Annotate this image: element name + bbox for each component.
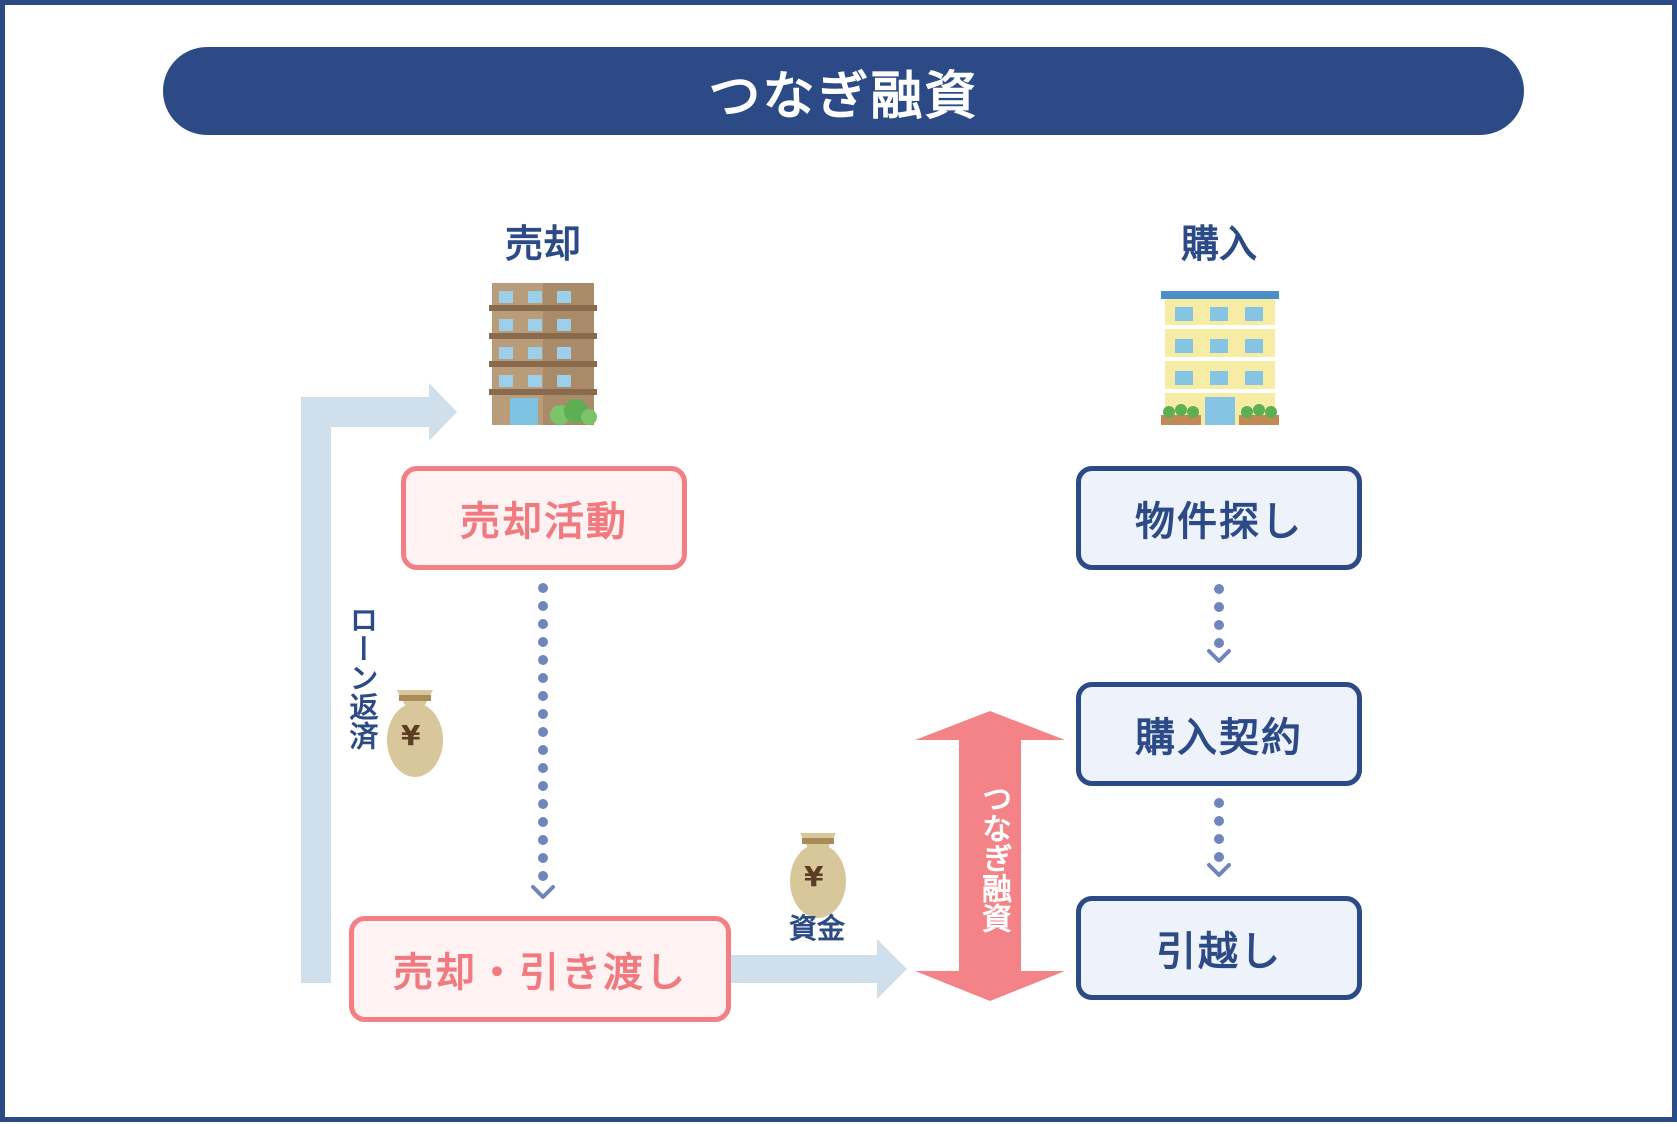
loan-repayment-label: ローン返済	[345, 605, 379, 750]
buy-flow-dotted-line-2	[1214, 798, 1224, 862]
bridge-loan-double-arrow	[915, 711, 1065, 1001]
yen-symbol-funds: ¥	[804, 860, 824, 893]
sale-handover-box: 売却・引き渡し	[349, 916, 731, 1022]
purchase-contract-label: 購入契約	[1135, 715, 1303, 761]
purchase-building-icon	[1161, 291, 1279, 425]
loan-repayment-arrow	[301, 383, 457, 983]
buy-flow-dotted-line-1	[1214, 584, 1224, 648]
moving-box: 引越し	[1076, 896, 1362, 1000]
connectors-layer	[301, 283, 1279, 1001]
sell-activity-box: 売却活動	[401, 466, 687, 570]
money-bag-icon-funds	[790, 833, 846, 918]
property-search-box: 物件探し	[1076, 466, 1362, 570]
moving-label: 引越し	[1156, 929, 1282, 975]
sold-building-icon	[489, 283, 597, 425]
buy-heading: 購入	[1180, 222, 1257, 266]
money-bag-icon-loan	[387, 690, 443, 777]
title-text: つなぎ融資	[708, 66, 979, 127]
funds-label: 資金	[789, 912, 846, 945]
sell-heading: 売却	[504, 222, 581, 266]
title-banner: つなぎ融資	[163, 47, 1524, 135]
purchase-contract-box: 購入契約	[1076, 682, 1362, 786]
sale-handover-label: 売却・引き渡し	[393, 950, 687, 996]
sell-flow-dotted-line	[538, 583, 548, 881]
buy-flow-arrowhead-1	[1207, 649, 1231, 663]
yen-symbol-loan: ¥	[401, 719, 421, 752]
sell-flow-arrowhead	[531, 885, 555, 899]
property-search-label: 物件探し	[1135, 499, 1303, 545]
sell-activity-label: 売却活動	[460, 499, 628, 545]
bridge-loan-label: つなぎ融資	[976, 783, 1011, 933]
funds-arrow	[727, 939, 907, 999]
buy-flow-arrowhead-2	[1207, 863, 1231, 877]
